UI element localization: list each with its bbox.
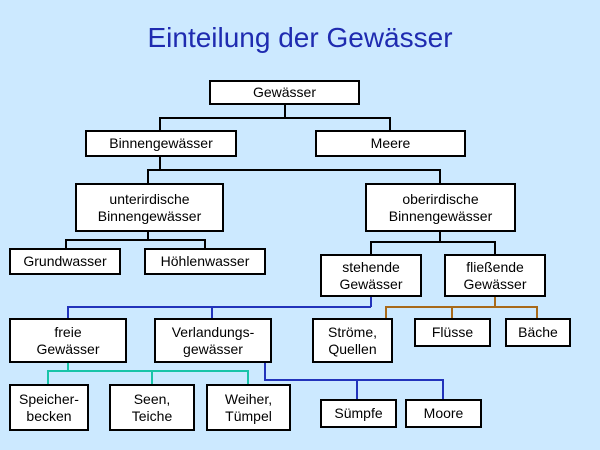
- line-stehend: [67, 306, 213, 319]
- node-gewaesser: Gewässer: [209, 80, 360, 105]
- node-fliessende: fließende Gewässer: [444, 254, 546, 297]
- node-seen: Seen, Teiche: [109, 384, 195, 431]
- node-oberirdische: oberirdische Binnengewässer: [365, 183, 516, 232]
- node-binnengewaesser: Binnengewässer: [85, 130, 237, 157]
- line-binnen: [147, 169, 441, 184]
- node-grundwasser: Grundwasser: [9, 248, 121, 275]
- node-verlandung: Verlandungs- gewässer: [154, 318, 272, 363]
- node-weiher: Weiher, Tümpel: [206, 384, 291, 431]
- node-unterirdische: unterirdische Binnengewässer: [75, 183, 224, 232]
- line-freie: [47, 370, 249, 385]
- diagram-title: Einteilung der Gewässer: [147, 22, 453, 53]
- node-hoehlenwasser: Höhlenwasser: [144, 248, 266, 275]
- node-speicher: Speicher- becken: [9, 384, 89, 431]
- node-meere: Meere: [315, 130, 466, 157]
- line-verland: [264, 362, 444, 400]
- node-stroeme: Ströme, Quellen: [312, 318, 393, 363]
- line-root: [159, 117, 391, 131]
- node-suempfe: Sümpfe: [320, 399, 397, 428]
- node-baeche: Bäche: [505, 318, 571, 347]
- line-fliess: [385, 306, 538, 319]
- node-freie: freie Gewässer: [9, 318, 127, 363]
- node-fluesse: Flüsse: [414, 318, 491, 347]
- line-unter: [65, 239, 206, 249]
- node-moore: Moore: [405, 399, 482, 428]
- node-stehende: stehende Gewässer: [320, 254, 422, 297]
- line-ober: [370, 241, 496, 255]
